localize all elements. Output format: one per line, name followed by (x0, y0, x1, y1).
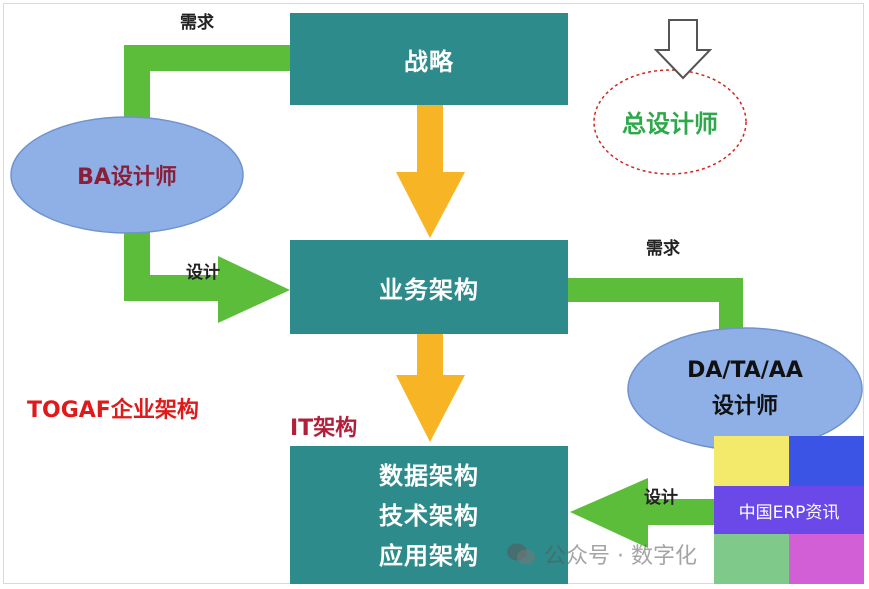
it-arch-title: IT架构 (290, 416, 358, 441)
hollow-down-arrow-icon (653, 19, 713, 80)
yellow-arrow-shaft-2 (417, 332, 443, 380)
yellow-arrowhead-1 (396, 172, 465, 238)
green-arrowhead-it (570, 478, 648, 548)
business-arch-box: 业务架构 (290, 240, 568, 334)
erp-badge: 中国ERP资讯 (714, 436, 864, 584)
demand-label-right: 需求 (646, 239, 680, 259)
watermark-text: 公众号 · 数字化 (544, 544, 697, 569)
badge-tile-magenta (789, 534, 864, 584)
badge-tile-yellow (714, 436, 789, 486)
badge-label: 中国ERP资讯 (714, 486, 864, 534)
badge-tile-green (714, 534, 789, 584)
strategy-box: 战略 (290, 13, 568, 105)
design-label-left: 设计 (186, 263, 220, 283)
togaf-title: TOGAF企业架构 (27, 398, 199, 423)
business-arch-label: 业务架构 (379, 275, 479, 304)
it-arch-item-tech: 技术架构 (379, 502, 479, 530)
it-arch-item-data: 数据架构 (379, 462, 479, 490)
yellow-arrowhead-2 (396, 375, 465, 442)
ba-designer-label: BA设计师 (77, 165, 177, 190)
wechat-icon (507, 543, 535, 565)
chief-designer-ellipse (593, 69, 747, 175)
yellow-arrow-shaft-1 (417, 104, 443, 176)
da-ta-aa-line1: DA/TA/AA (687, 358, 803, 383)
watermark: 公众号 · 数字化 (506, 538, 697, 570)
badge-tile-blue (789, 436, 864, 486)
chief-designer-label: 总设计师 (622, 109, 718, 138)
design-label-right: 设计 (644, 488, 678, 508)
strategy-label: 战略 (404, 47, 454, 76)
da-ta-aa-designer-label: DA/TA/AA 设计师 (628, 340, 862, 438)
demand-label-top: 需求 (180, 13, 214, 33)
da-ta-aa-line2: 设计师 (711, 394, 778, 419)
green-arrowhead-business (218, 256, 290, 323)
it-arch-item-app: 应用架构 (379, 542, 479, 570)
ba-designer-ellipse (10, 116, 244, 234)
